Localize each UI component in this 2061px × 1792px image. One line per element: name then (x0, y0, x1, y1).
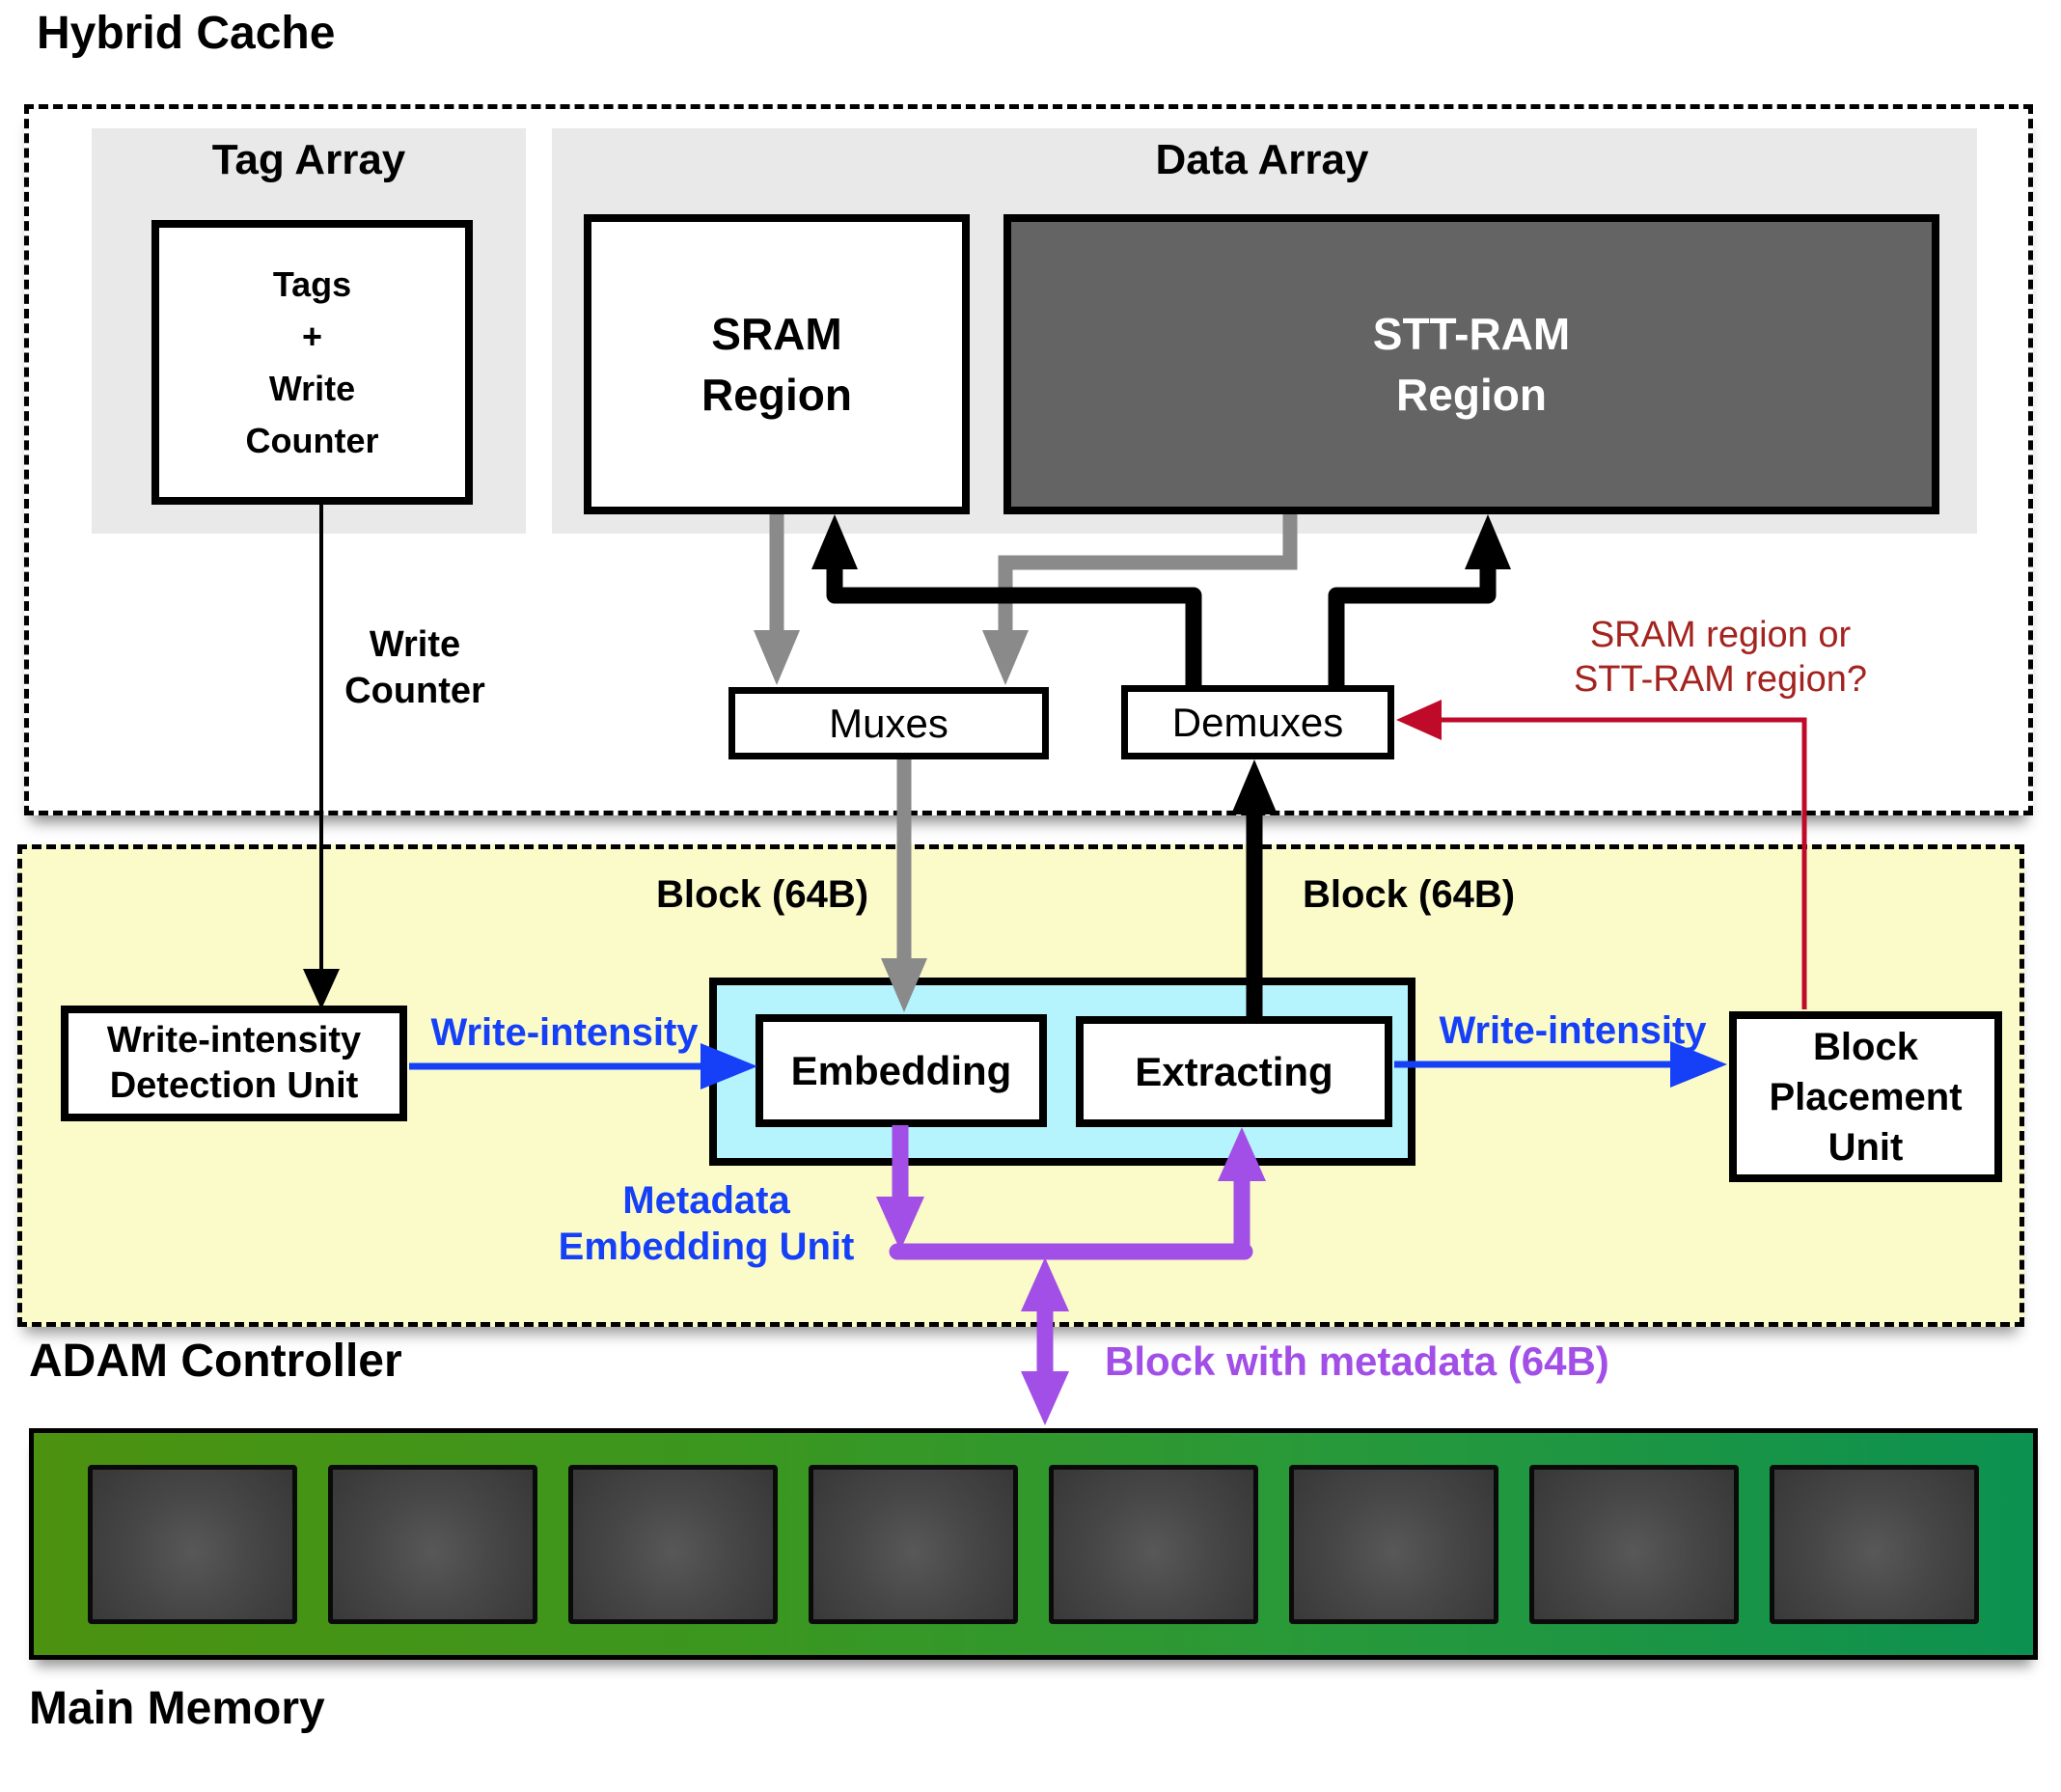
block-64b-right-label: Block (64B) (1302, 873, 1516, 916)
demuxes-box: Demuxes (1121, 685, 1394, 759)
memory-chip (1049, 1464, 1258, 1624)
write-intensity-detection-unit-box: Write-intensity Detection Unit (61, 1006, 407, 1121)
memory-chip (1770, 1464, 1979, 1624)
memory-chip (809, 1464, 1018, 1624)
write-intensity-right-label: Write-intensity (1439, 1009, 1707, 1052)
main-memory-label: Main Memory (29, 1683, 325, 1734)
tag-array-label: Tag Array (211, 136, 406, 183)
extracting-box: Extracting (1076, 1016, 1392, 1127)
embedding-box: Embedding (756, 1014, 1047, 1127)
routing-question-label: SRAM region or STT-RAM region? (1573, 615, 1868, 700)
data-array-label: Data Array (1155, 136, 1369, 183)
tags-write-counter-box: Tags + Write Counter (151, 220, 473, 505)
block-with-metadata-label: Block with metadata (64B) (1105, 1338, 1609, 1384)
memory-chip (568, 1464, 778, 1624)
stt-ram-region-box: STT-RAM Region (1003, 214, 1939, 514)
memory-chip (328, 1464, 537, 1624)
main-memory-dimm (29, 1428, 2038, 1660)
write-intensity-left-label: Write-intensity (430, 1011, 699, 1054)
memory-chip (1529, 1464, 1739, 1624)
block-64b-left-label: Block (64B) (655, 873, 869, 916)
adam-controller-label: ADAM Controller (29, 1336, 402, 1387)
metadata-embedding-unit-label: Metadata Embedding Unit (558, 1179, 855, 1268)
memory-chip (88, 1464, 297, 1624)
sram-region-box: SRAM Region (584, 214, 970, 514)
muxes-box: Muxes (728, 687, 1049, 759)
write-counter-label: Write Counter (344, 624, 485, 711)
memory-chip (1289, 1464, 1498, 1624)
block-placement-unit-box: Block Placement Unit (1729, 1011, 2002, 1182)
hybrid-cache-title: Hybrid Cache (37, 8, 336, 59)
